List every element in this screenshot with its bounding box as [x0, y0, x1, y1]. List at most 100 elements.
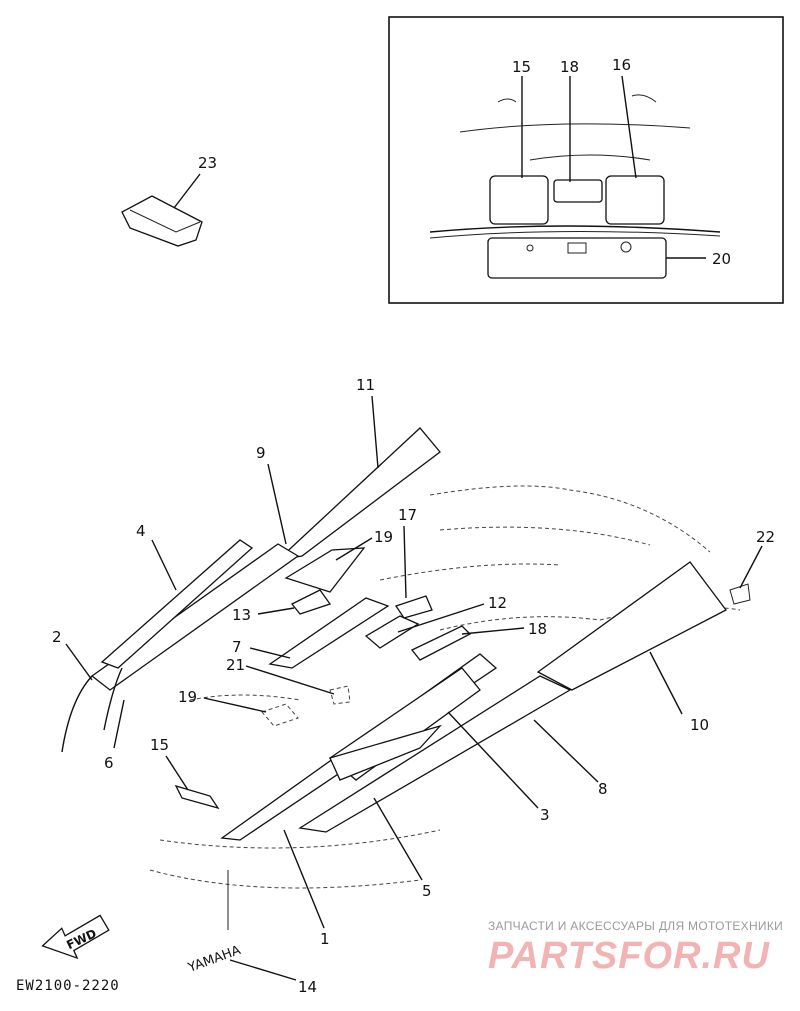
callout-21: 21 [226, 656, 245, 674]
decal-17 [394, 595, 433, 619]
callout-13: 13 [232, 606, 251, 624]
callout-15: 15 [150, 736, 169, 754]
hull-front-line [189, 694, 301, 701]
plate-20 [487, 237, 667, 279]
leader-19-upper [335, 537, 373, 561]
hull-deck-line [439, 526, 651, 546]
callout-10: 10 [690, 716, 709, 734]
watermark: ЗАПЧАСТИ И АКСЕССУАРЫ ДЛЯ МОТОТЕХНИКИ PA… [488, 919, 783, 977]
small-decals [174, 547, 751, 810]
decal-16-inset [605, 175, 665, 225]
leader-11 [371, 395, 379, 469]
decal-18 [410, 625, 472, 661]
hull-seat-line [379, 563, 561, 581]
fwd-arrow-shape [41, 914, 110, 960]
stripe-6 [103, 667, 123, 731]
stripe-9 [90, 543, 300, 691]
leader-8 [533, 719, 599, 783]
leader-3 [447, 711, 539, 809]
callout-12: 12 [488, 594, 507, 612]
watermark-brand: PARTSFOR.RU [488, 935, 770, 977]
leader-17 [403, 525, 407, 599]
decal-15 [174, 784, 220, 810]
callout-9: 9 [256, 444, 266, 462]
leader-12 [397, 603, 485, 633]
callout-5: 5 [422, 882, 432, 900]
plate-slot [567, 242, 587, 254]
leader-13 [257, 607, 295, 615]
leader-2 [65, 643, 93, 681]
callout-3: 3 [540, 806, 550, 824]
leader-16-inset [621, 75, 637, 179]
leader-23 [173, 173, 201, 209]
callout-1: 1 [320, 930, 330, 948]
decal-19-upper [284, 547, 366, 593]
stripe-5 [329, 724, 443, 781]
inset-hull-curve [459, 123, 691, 133]
leader-19-lower [203, 697, 267, 713]
leader-4 [151, 539, 177, 591]
stripe-10 [536, 561, 727, 691]
plate-hole-left [526, 244, 534, 252]
leader-1 [283, 829, 325, 929]
callouts: 11 9 4 2 6 19 17 13 7 12 18 21 19 22 10 … [52, 376, 775, 996]
decal-7 [268, 597, 390, 669]
stripes [61, 427, 727, 841]
decal-19-lower [261, 703, 299, 727]
leader-9 [267, 463, 287, 545]
decal-12-logo [364, 615, 420, 649]
callout-16: 16 [612, 56, 631, 74]
inset-arrow-right [631, 94, 657, 103]
inset-deck-edge-2 [429, 230, 721, 239]
callout-14: 14 [298, 978, 317, 996]
callout-4: 4 [136, 522, 146, 540]
decal-22 [729, 583, 751, 605]
callout-7: 7 [232, 638, 242, 656]
pad-23-edge [129, 209, 201, 233]
hull-bottom-edge-2 [159, 829, 441, 849]
leader-5 [373, 797, 423, 881]
inset-arrow-left [497, 98, 517, 103]
hull-bottom-edge [149, 869, 421, 889]
diagram-code: EW2100-2220 [16, 978, 120, 994]
inset-hull-curve-2 [529, 154, 651, 161]
decal-15-inset [489, 175, 549, 225]
callout-8: 8 [598, 780, 608, 798]
decal-18-inset [553, 179, 603, 203]
leaders [65, 395, 763, 981]
callout-15-inset: 15 [512, 58, 531, 76]
leader-18 [461, 627, 525, 635]
callout-18: 18 [528, 620, 547, 638]
stripe-11 [275, 427, 441, 561]
decal-13 [290, 589, 332, 615]
callout-6: 6 [104, 754, 114, 772]
hull-top-edge [429, 485, 711, 553]
inset-deck-edge [429, 225, 721, 233]
callout-20: 20 [712, 250, 731, 268]
leader-6 [113, 699, 125, 749]
stripe-8 [298, 675, 572, 833]
watermark-subtitle: ЗАПЧАСТИ И АКСЕССУАРЫ ДЛЯ МОТОТЕХНИКИ [488, 919, 783, 933]
fwd-arrow: FWD [41, 914, 110, 960]
leader-21 [245, 665, 335, 695]
callout-19-lower: 19 [178, 688, 197, 706]
part-23: 23 [121, 154, 217, 247]
decal-21 [329, 685, 351, 705]
callout-17: 17 [398, 506, 417, 524]
part-14: YAMAHA [185, 943, 242, 976]
leader-10 [649, 651, 683, 715]
pad-23 [121, 195, 203, 247]
callout-2: 2 [52, 628, 62, 646]
leader-14 [229, 959, 297, 981]
leader-7 [249, 647, 291, 659]
inset-detail: 15 18 16 20 [388, 16, 784, 304]
leader-15 [165, 755, 189, 791]
callout-23: 23 [198, 154, 217, 172]
decal-14-text: YAMAHA [185, 943, 242, 976]
callout-18-inset: 18 [560, 58, 579, 76]
stripe-4 [100, 539, 254, 669]
stripe-2 [61, 675, 93, 753]
callout-11: 11 [356, 376, 375, 394]
callout-19-upper: 19 [374, 528, 393, 546]
